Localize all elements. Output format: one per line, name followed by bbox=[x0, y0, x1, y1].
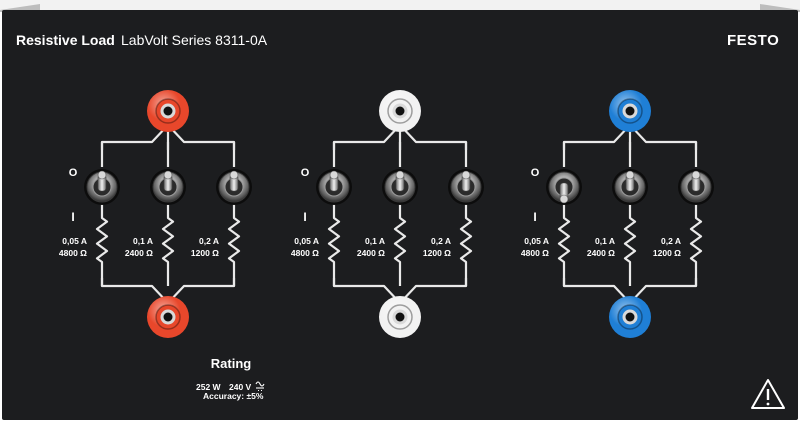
branch-resistance-label: 4800 Ω bbox=[291, 248, 319, 258]
rating-accuracy: Accuracy: ±5% bbox=[203, 391, 264, 401]
toggle-switch-1-3[interactable] bbox=[216, 169, 252, 205]
ac-dc-symbol-icon bbox=[255, 381, 265, 391]
branch-current-label: 0,2 A bbox=[431, 236, 451, 246]
branch-resistance-label: 2400 Ω bbox=[357, 248, 385, 258]
terminal-jack-top[interactable] bbox=[147, 90, 189, 132]
toggle-switch-3-3[interactable] bbox=[678, 169, 714, 205]
terminal-jack-bottom[interactable] bbox=[609, 296, 651, 338]
rating-voltage: 240 V bbox=[229, 382, 252, 392]
terminal-jack-top[interactable] bbox=[609, 90, 651, 132]
brand-logo: FESTO bbox=[727, 32, 779, 49]
branch-resistance-label: 2400 Ω bbox=[587, 248, 615, 258]
switch-off-mark: O bbox=[69, 167, 78, 179]
switch-off-mark: O bbox=[531, 167, 540, 179]
switch-off-mark: O bbox=[301, 167, 310, 179]
top-lip bbox=[0, 0, 800, 10]
resistor-3 bbox=[689, 198, 703, 286]
switch-on-mark: I bbox=[303, 210, 306, 224]
resistor-3 bbox=[227, 198, 241, 286]
toggle-switch-3-1[interactable] bbox=[546, 169, 582, 205]
load-section-3: 0,05 A 4800 Ω 0,1 A 2400 Ω 0,2 A 1200 Ω O I bbox=[521, 90, 714, 338]
toggle-switch-2-1[interactable] bbox=[316, 169, 352, 205]
toggle-switch-3-2[interactable] bbox=[612, 169, 648, 205]
branch-current-label: 0,2 A bbox=[199, 236, 219, 246]
branch-current-label: 0,2 A bbox=[661, 236, 681, 246]
series-label: LabVolt Series 8311-0A bbox=[121, 32, 268, 48]
resistor-3 bbox=[459, 198, 473, 286]
switch-on-mark: I bbox=[71, 210, 74, 224]
branch-resistance-label: 4800 Ω bbox=[521, 248, 549, 258]
branch-resistance-label: 1200 Ω bbox=[423, 248, 451, 258]
branch-resistance-label: 4800 Ω bbox=[59, 248, 87, 258]
resistor-1 bbox=[557, 198, 571, 286]
toggle-switch-1-2[interactable] bbox=[150, 169, 186, 205]
resistor-1 bbox=[327, 198, 341, 286]
branch-resistance-label: 1200 Ω bbox=[653, 248, 681, 258]
warning-triangle-icon bbox=[751, 379, 785, 409]
resistor-2 bbox=[161, 198, 175, 286]
resistor-1 bbox=[95, 198, 109, 286]
rating-title: Rating bbox=[211, 356, 252, 371]
branch-current-label: 0,1 A bbox=[595, 236, 615, 246]
branch-current-label: 0,05 A bbox=[294, 236, 319, 246]
load-section-1: 0,05 A 4800 Ω 0,1 A 2400 Ω 0,2 A 1200 Ω O I bbox=[59, 90, 252, 338]
terminal-jack-bottom[interactable] bbox=[379, 296, 421, 338]
branch-current-label: 0,1 A bbox=[133, 236, 153, 246]
terminal-jack-top[interactable] bbox=[379, 90, 421, 132]
module-name: Resistive Load bbox=[16, 32, 115, 48]
toggle-switch-2-2[interactable] bbox=[382, 169, 418, 205]
switch-on-mark: I bbox=[533, 210, 536, 224]
rating-power: 252 W bbox=[196, 382, 222, 392]
load-section-2: 0,05 A 4800 Ω 0,1 A 2400 Ω 0,2 A 1200 Ω O I bbox=[291, 90, 484, 338]
branch-resistance-label: 1200 Ω bbox=[191, 248, 219, 258]
branch-current-label: 0,05 A bbox=[62, 236, 87, 246]
branch-resistance-label: 2400 Ω bbox=[125, 248, 153, 258]
branch-current-label: 0,1 A bbox=[365, 236, 385, 246]
resistor-2 bbox=[623, 198, 637, 286]
toggle-switch-1-1[interactable] bbox=[84, 169, 120, 205]
terminal-jack-bottom[interactable] bbox=[147, 296, 189, 338]
resistor-2 bbox=[393, 198, 407, 286]
branch-current-label: 0,05 A bbox=[524, 236, 549, 246]
toggle-switch-2-3[interactable] bbox=[448, 169, 484, 205]
